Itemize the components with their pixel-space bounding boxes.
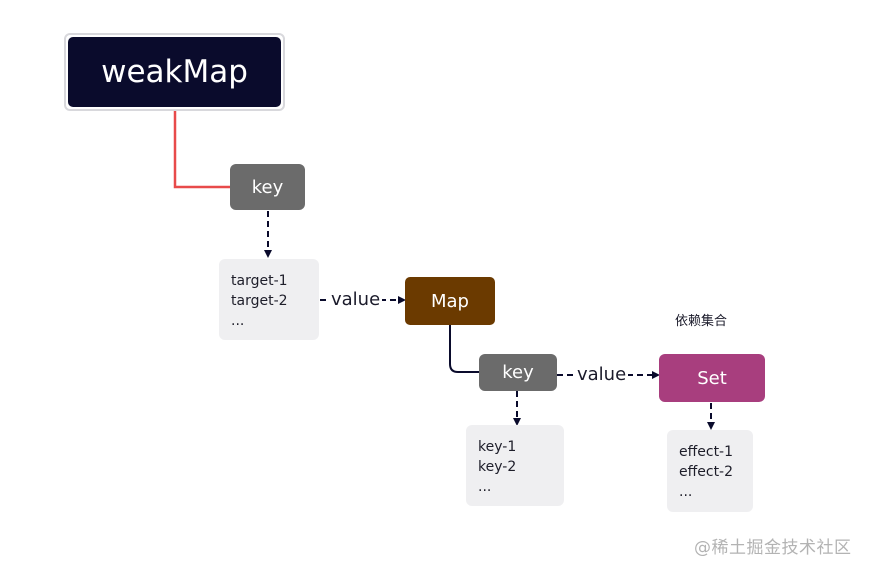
weakmap-key-node: key	[230, 164, 305, 210]
weakmap-node: weakMap	[68, 37, 281, 107]
map-key-node: key	[479, 354, 557, 391]
key-list: key-1 key-2 ...	[466, 425, 564, 506]
key-list-item: key-1	[478, 439, 517, 455]
effect-list: effect-1 effect-2 ...	[667, 430, 753, 512]
value-edge-label: value	[329, 289, 383, 310]
target-list: target-1 target-2 ...	[219, 259, 319, 340]
value-edge-label: value	[575, 364, 629, 385]
key-list-item: ...	[478, 479, 492, 495]
set-node: Set	[659, 354, 765, 402]
map-node: Map	[405, 277, 495, 325]
map-to-key-connector	[449, 325, 479, 373]
target-list-item: ...	[231, 313, 245, 329]
key-list-item: key-2	[478, 459, 517, 475]
watermark: @稀土掘金技术社区	[694, 538, 852, 558]
dependency-set-caption: 依赖集合	[675, 314, 728, 329]
effect-list-item: ...	[679, 484, 693, 500]
effect-list-item: effect-1	[679, 444, 734, 460]
effect-list-item: effect-2	[679, 464, 734, 480]
target-list-item: target-2	[231, 293, 288, 309]
weakmap-to-key-connector	[173, 108, 230, 189]
target-list-item: target-1	[231, 273, 288, 289]
